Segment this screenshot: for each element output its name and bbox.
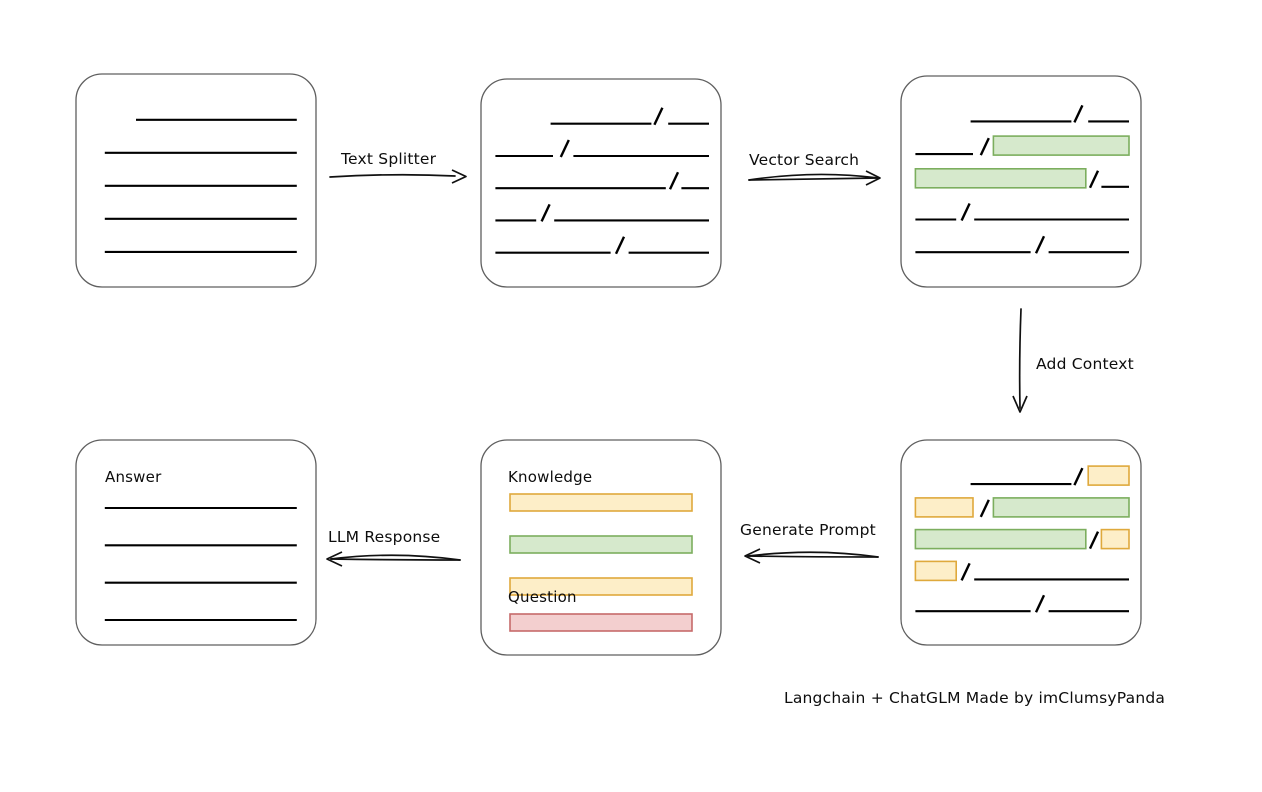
highlight-chunk-yellow[interactable] <box>914 497 974 518</box>
context-added-lines <box>914 465 1130 613</box>
generate-prompt-arrow-line-b <box>747 555 879 558</box>
prompt-bar-green[interactable] <box>509 535 693 554</box>
chunk-separator-slash <box>540 203 551 222</box>
source-document-lines <box>104 118 297 253</box>
prompt-bar-red[interactable] <box>509 613 693 632</box>
add-context-arrow-head <box>1012 395 1028 413</box>
llm-response-arrow-line-a <box>330 554 461 561</box>
vector-search-arrow-head <box>865 170 881 186</box>
llm-response-label: LLM Response <box>328 528 440 546</box>
highlight-chunk-yellow[interactable] <box>914 560 958 582</box>
add-context-label: Add Context <box>1036 355 1134 373</box>
chunk-separator-slash <box>960 562 971 581</box>
answer-label: Answer <box>105 468 162 486</box>
chunk-separator-slash <box>1073 104 1084 123</box>
chunk-separator-slash <box>979 499 990 518</box>
answer-lines <box>104 506 297 622</box>
source-document-box[interactable] <box>75 73 317 288</box>
chunk-separator-slash <box>653 107 664 126</box>
edge-text-splitter[interactable]: Text Splitter <box>329 150 467 184</box>
knowledge-bars <box>509 493 693 596</box>
chunk-separator-slash <box>1088 170 1100 189</box>
text-splitter-arrow-line <box>329 173 456 178</box>
question-label: Question <box>508 588 577 606</box>
generate-prompt-arrow-line-a <box>747 551 879 558</box>
text-splitter-label: Text Splitter <box>340 150 437 168</box>
node-context-added[interactable] <box>900 439 1142 646</box>
split-chunks-lines <box>495 107 709 255</box>
vector-search-arrow-line-a <box>748 173 879 181</box>
text-splitter-arrow-head <box>451 169 467 184</box>
chunk-separator-slash <box>1088 531 1100 550</box>
edge-add-context[interactable]: Add Context <box>1012 308 1134 413</box>
chunk-separator-slash <box>960 202 971 222</box>
add-context-arrow-line <box>1018 308 1022 409</box>
llm-response-arrow-head <box>326 551 343 567</box>
chunk-separator-slash <box>559 139 570 158</box>
edge-llm-response[interactable]: LLM Response <box>326 528 461 567</box>
vector-matches-lines <box>914 104 1130 254</box>
split-chunks-box[interactable] <box>480 78 722 288</box>
chunk-separator-slash <box>1034 594 1046 613</box>
chunk-separator-slash <box>668 171 680 190</box>
llm-response-arrow-line-b <box>330 558 461 561</box>
question-bars <box>509 613 693 632</box>
chunk-separator-slash <box>979 137 990 156</box>
node-source-document[interactable] <box>75 73 317 288</box>
highlight-chunk-green[interactable] <box>914 168 1087 189</box>
knowledge-label: Knowledge <box>508 468 592 486</box>
highlight-chunk-green[interactable] <box>914 528 1087 550</box>
prompt-bar-yellow[interactable] <box>509 577 693 596</box>
chunk-separator-slash <box>1034 235 1046 254</box>
node-prompt[interactable]: Knowledge Question <box>480 439 722 656</box>
highlight-chunk-yellow[interactable] <box>1087 465 1130 486</box>
vector-search-arrow-line-b <box>748 177 879 181</box>
generate-prompt-arrow-head <box>744 548 761 564</box>
diagram-caption: Langchain + ChatGLM Made by imClumsyPand… <box>784 689 1165 707</box>
edge-generate-prompt[interactable]: Generate Prompt <box>740 521 879 564</box>
chunk-separator-slash <box>1073 467 1084 486</box>
chunk-separator-slash <box>614 236 626 255</box>
node-vector-matches[interactable] <box>900 75 1142 288</box>
edge-vector-search[interactable]: Vector Search <box>748 151 881 186</box>
highlight-chunk-yellow[interactable] <box>1100 528 1130 550</box>
highlight-chunk-green[interactable] <box>992 135 1130 156</box>
generate-prompt-label: Generate Prompt <box>740 521 876 539</box>
prompt-bar-yellow[interactable] <box>509 493 693 512</box>
highlight-chunk-green[interactable] <box>992 497 1130 518</box>
vector-search-label: Vector Search <box>749 151 859 169</box>
node-answer[interactable]: Answer <box>75 439 317 646</box>
answer-box[interactable] <box>75 439 317 646</box>
node-split-chunks[interactable] <box>480 78 722 288</box>
